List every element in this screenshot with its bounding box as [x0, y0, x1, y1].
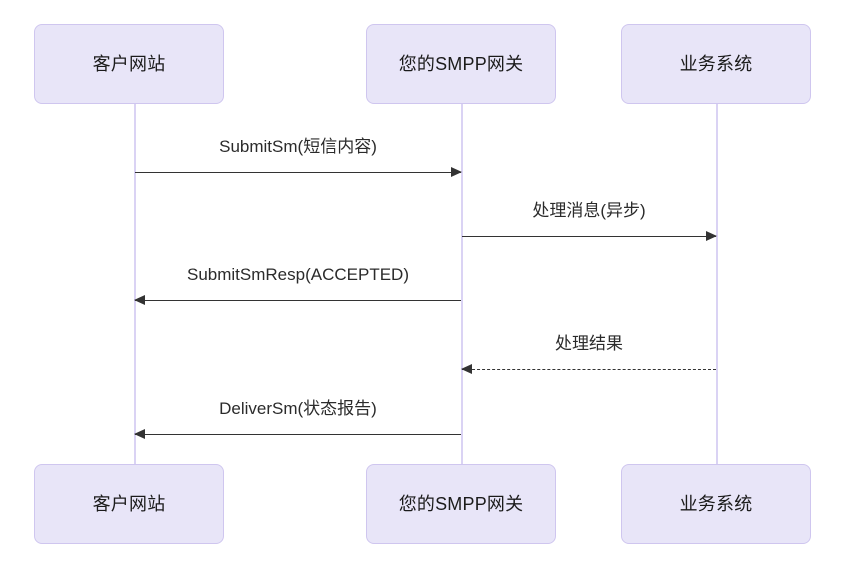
participant-gateway-top[interactable]: 您的SMPP网关	[366, 24, 556, 104]
arrowhead-left-icon	[134, 428, 145, 439]
message-label: 处理消息(异步)	[532, 201, 646, 220]
arrowhead-right-icon	[706, 230, 717, 241]
participant-label: 业务系统	[679, 54, 753, 74]
message-label: SubmitSm(短信内容)	[219, 137, 377, 156]
participant-client-top[interactable]: 客户网站	[34, 24, 224, 104]
participant-client-bottom[interactable]: 客户网站	[34, 464, 224, 544]
arrowhead-left-icon	[134, 294, 145, 305]
lifeline-gateway	[461, 103, 463, 464]
message-label: SubmitSmResp(ACCEPTED)	[187, 265, 409, 284]
message-label: DeliverSm(状态报告)	[219, 399, 377, 418]
participant-label: 客户网站	[92, 54, 166, 74]
arrowhead-right-icon	[451, 166, 462, 177]
message-label: 处理结果	[555, 334, 623, 353]
message-line	[135, 172, 461, 173]
arrowhead-left-icon	[461, 363, 472, 374]
participant-label: 客户网站	[92, 494, 166, 514]
participant-biz-top[interactable]: 业务系统	[621, 24, 811, 104]
participant-label: 您的SMPP网关	[398, 494, 524, 514]
participant-label: 业务系统	[679, 494, 753, 514]
message-line	[462, 369, 716, 370]
participant-label: 您的SMPP网关	[398, 54, 524, 74]
participant-biz-bottom[interactable]: 业务系统	[621, 464, 811, 544]
message-line	[135, 300, 461, 301]
participant-gateway-bottom[interactable]: 您的SMPP网关	[366, 464, 556, 544]
lifeline-biz	[716, 103, 718, 464]
message-line	[135, 434, 461, 435]
lifeline-client	[134, 103, 136, 464]
message-line	[462, 236, 716, 237]
